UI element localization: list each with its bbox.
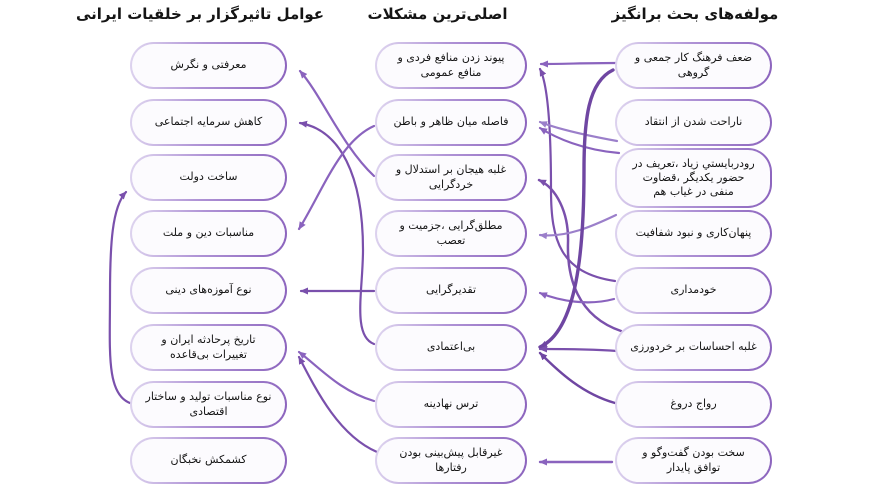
edge-m3-l1 xyxy=(298,69,376,178)
node-r2: ناراحت شدن از انتقاد xyxy=(615,99,772,146)
edge-r6-m6 xyxy=(538,345,619,353)
column-header-main-problems: اصلی‌ترین مشکلات xyxy=(367,5,508,23)
node-r8: سخت بودن گفت‌وگو و توافق پایدار xyxy=(615,437,772,484)
node-m8: غیرقابل پیش‌بینی بودن رفتارها xyxy=(375,437,527,484)
node-l2: کاهش سرمایه اجتماعی xyxy=(130,99,287,146)
edge-m2-l4 xyxy=(297,124,376,231)
node-r6: غلبه احساسات بر خردورزی xyxy=(615,324,772,371)
node-m5: تقدیرگرایی xyxy=(375,267,527,314)
edge-r2-m2 xyxy=(538,120,619,143)
node-m3: غلبه هیجان بر استدلال و خردگرایی xyxy=(375,154,527,201)
edge-r7-m6 xyxy=(538,351,617,405)
node-l6: تاریخ پرحادثه ایران و تغییرات بی‌قاعده xyxy=(130,324,287,371)
edge-m8-l6 xyxy=(297,355,379,454)
column-header-influencing-factors: عوامل تاثیرگزار بر خلقیات ایرانی xyxy=(75,5,325,23)
edge-r4-m4 xyxy=(538,213,618,240)
node-m6: بی‌اعتمادی xyxy=(375,324,527,371)
node-r1: ضعف فرهنگ کار جمعی و گروهی xyxy=(615,42,772,89)
edge-r3-m2 xyxy=(538,126,621,155)
node-l5: نوع آموزه‌های دینی xyxy=(130,267,287,314)
node-l3: ساخت دولت xyxy=(130,154,287,201)
node-r3: رودربایستي زیاد ،تعریف در حضور یکدیگر ،ق… xyxy=(615,148,772,208)
node-r5: خودمداری xyxy=(615,267,772,314)
edge-l7-l3 xyxy=(108,190,132,405)
node-m4: مطلق‌گرایی ،جزمیت و تعصب xyxy=(375,210,527,257)
edge-r5-m1 xyxy=(538,67,617,283)
edge-r1-m6 xyxy=(538,68,615,349)
node-l4: مناسبات دین و ملت xyxy=(130,210,287,257)
node-r4: پنهان‌کاری و نبود شفافیت xyxy=(615,210,772,257)
edge-m6-l2 xyxy=(298,120,376,346)
node-m1: پیوند زدن منافع فردی و منافع عمومی xyxy=(375,42,527,89)
node-r7: رواج دروغ xyxy=(615,381,772,428)
node-m2: فاصله میان ظاهر و باطن xyxy=(375,99,527,146)
edge-r6-m3 xyxy=(537,178,623,333)
node-l1: معرفتی و نگرش xyxy=(130,42,287,89)
node-l7: نوع مناسبات تولید و ساختار اقتصادی xyxy=(130,381,287,428)
edge-r5-m5 xyxy=(538,291,616,304)
node-m7: ترس نهادینه xyxy=(375,381,527,428)
node-l8: کشمکش نخبگان xyxy=(130,437,287,484)
edge-r1-m1 xyxy=(539,60,617,68)
column-header-controversial-components: مولفه‌های بحث برانگیز xyxy=(611,5,779,23)
